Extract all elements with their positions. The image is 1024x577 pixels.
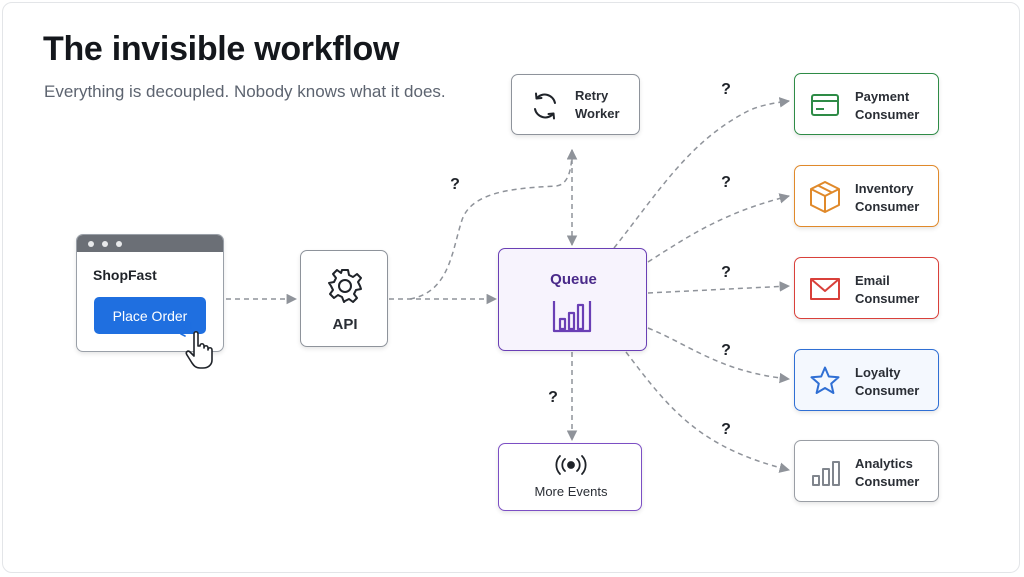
queue-to-email-arrow <box>647 281 791 294</box>
star-icon <box>810 366 840 394</box>
payment-consumer-node: Payment Consumer <box>794 73 939 135</box>
question-mark: ? <box>721 342 731 359</box>
queue-label: Queue <box>550 271 597 288</box>
queue-to-payment-arrow <box>613 97 791 249</box>
question-mark: ? <box>548 389 558 406</box>
shopfast-browser-window: ShopFast Place Order <box>76 234 224 352</box>
gear-icon <box>328 269 362 303</box>
box-icon <box>810 181 840 213</box>
loyalty-label-line2: Consumer <box>855 383 920 398</box>
inventory-label-line1: Inventory <box>855 181 914 196</box>
queue-bar-chart-icon <box>552 301 592 333</box>
shop-brand: ShopFast <box>93 267 157 283</box>
retry-worker-node: Retry Worker <box>511 74 640 135</box>
api-to-retry-arrow <box>409 148 578 300</box>
bar-chart-icon <box>812 461 840 486</box>
window-dot-icon <box>102 241 108 247</box>
queue-node: Queue <box>498 248 647 351</box>
question-mark: ? <box>450 176 460 193</box>
queue-to-analytics-arrow <box>625 351 791 473</box>
payment-label-line1: Payment <box>855 89 910 104</box>
envelope-icon <box>810 278 840 300</box>
page-subtitle: Everything is decoupled. Nobody knows wh… <box>44 82 446 101</box>
loyalty-label-line1: Loyalty <box>855 365 901 380</box>
more-events-node: More Events <box>498 443 642 511</box>
inventory-consumer-node: Inventory Consumer <box>794 165 939 227</box>
browser-title-bar <box>77 235 223 252</box>
question-mark: ? <box>721 421 731 438</box>
api-node: API <box>300 250 388 347</box>
email-consumer-node: Email Consumer <box>794 257 939 319</box>
loyalty-consumer-node: Loyalty Consumer <box>794 349 939 411</box>
retry-label-line1: Retry <box>575 88 609 103</box>
email-label-line2: Consumer <box>855 291 920 306</box>
question-mark: ? <box>721 264 731 281</box>
queue-to-loyalty-arrow <box>647 327 791 384</box>
inventory-label-line2: Consumer <box>855 199 920 214</box>
analytics-consumer-node: Analytics Consumer <box>794 440 939 502</box>
queue-to-inventory-arrow <box>647 193 791 263</box>
place-order-button[interactable]: Place Order <box>94 297 206 334</box>
hand-pointer-icon <box>180 322 213 369</box>
question-mark: ? <box>721 81 731 98</box>
refresh-icon <box>534 92 556 120</box>
retry-label-line2: Worker <box>575 106 620 121</box>
window-dot-icon <box>88 241 94 247</box>
credit-card-icon <box>811 94 839 116</box>
email-label-line1: Email <box>855 273 890 288</box>
payment-label-line2: Consumer <box>855 107 920 122</box>
analytics-label-line1: Analytics <box>855 456 913 471</box>
question-mark: ? <box>721 174 731 191</box>
window-dot-icon <box>116 241 122 247</box>
analytics-label-line2: Consumer <box>855 474 920 489</box>
page-title: The invisible workflow <box>43 30 400 68</box>
api-label: API <box>332 316 358 333</box>
broadcast-icon <box>555 455 587 475</box>
more-events-label: More Events <box>534 484 608 499</box>
